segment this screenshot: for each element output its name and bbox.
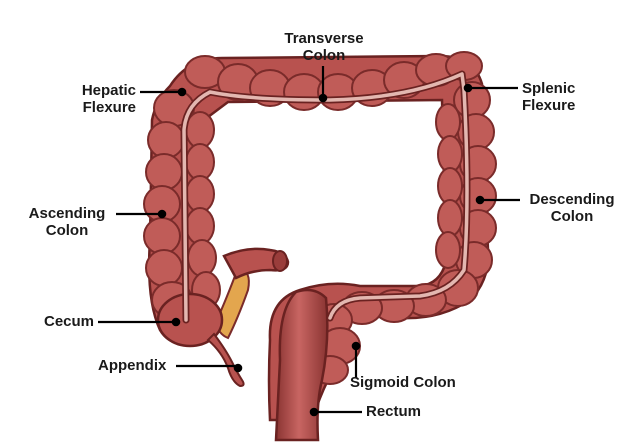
label-ascending-line2: Colon	[45, 222, 89, 239]
label-hepatic-line1: Hepatic	[81, 82, 136, 99]
label-transverse-line2: Colon	[302, 47, 346, 64]
label-hepatic-line2: Flexure	[82, 99, 136, 116]
label-rectum: Rectum	[366, 403, 422, 420]
ileum-opening	[272, 250, 288, 272]
label-ascending-line1: Ascending	[28, 205, 106, 222]
ileum-stub	[222, 247, 290, 280]
label-descending-colon: Descending Colon	[520, 191, 624, 225]
label-ascending-colon: Ascending Colon	[20, 205, 114, 239]
haustra-ascending-inner	[185, 111, 221, 309]
label-appendix: Appendix	[98, 357, 167, 374]
rectum-tube	[274, 288, 329, 442]
label-transverse-colon: Transverse Colon	[276, 30, 372, 64]
label-transverse-line1: Transverse	[284, 30, 364, 47]
label-descending-line1: Descending	[529, 191, 615, 208]
label-sigmoid-colon: Sigmoid Colon	[350, 374, 456, 391]
leader-lines	[98, 66, 520, 417]
label-cecum: Cecum	[44, 313, 95, 330]
mesoappendix	[214, 266, 250, 340]
appendix-tube	[206, 332, 245, 388]
label-splenic-flexure: Splenic Flexure	[522, 80, 612, 114]
label-hepatic-flexure: Hepatic Flexure	[56, 82, 136, 116]
label-descending-line2: Colon	[550, 208, 594, 225]
haustra-descending	[437, 81, 497, 307]
label-splenic-line1: Splenic	[522, 80, 576, 97]
label-splenic-line2: Flexure	[522, 97, 576, 114]
taenia-stripe-inner	[182, 72, 469, 322]
haustra-descending-inner	[435, 103, 463, 269]
cecum-pouch	[156, 292, 224, 348]
